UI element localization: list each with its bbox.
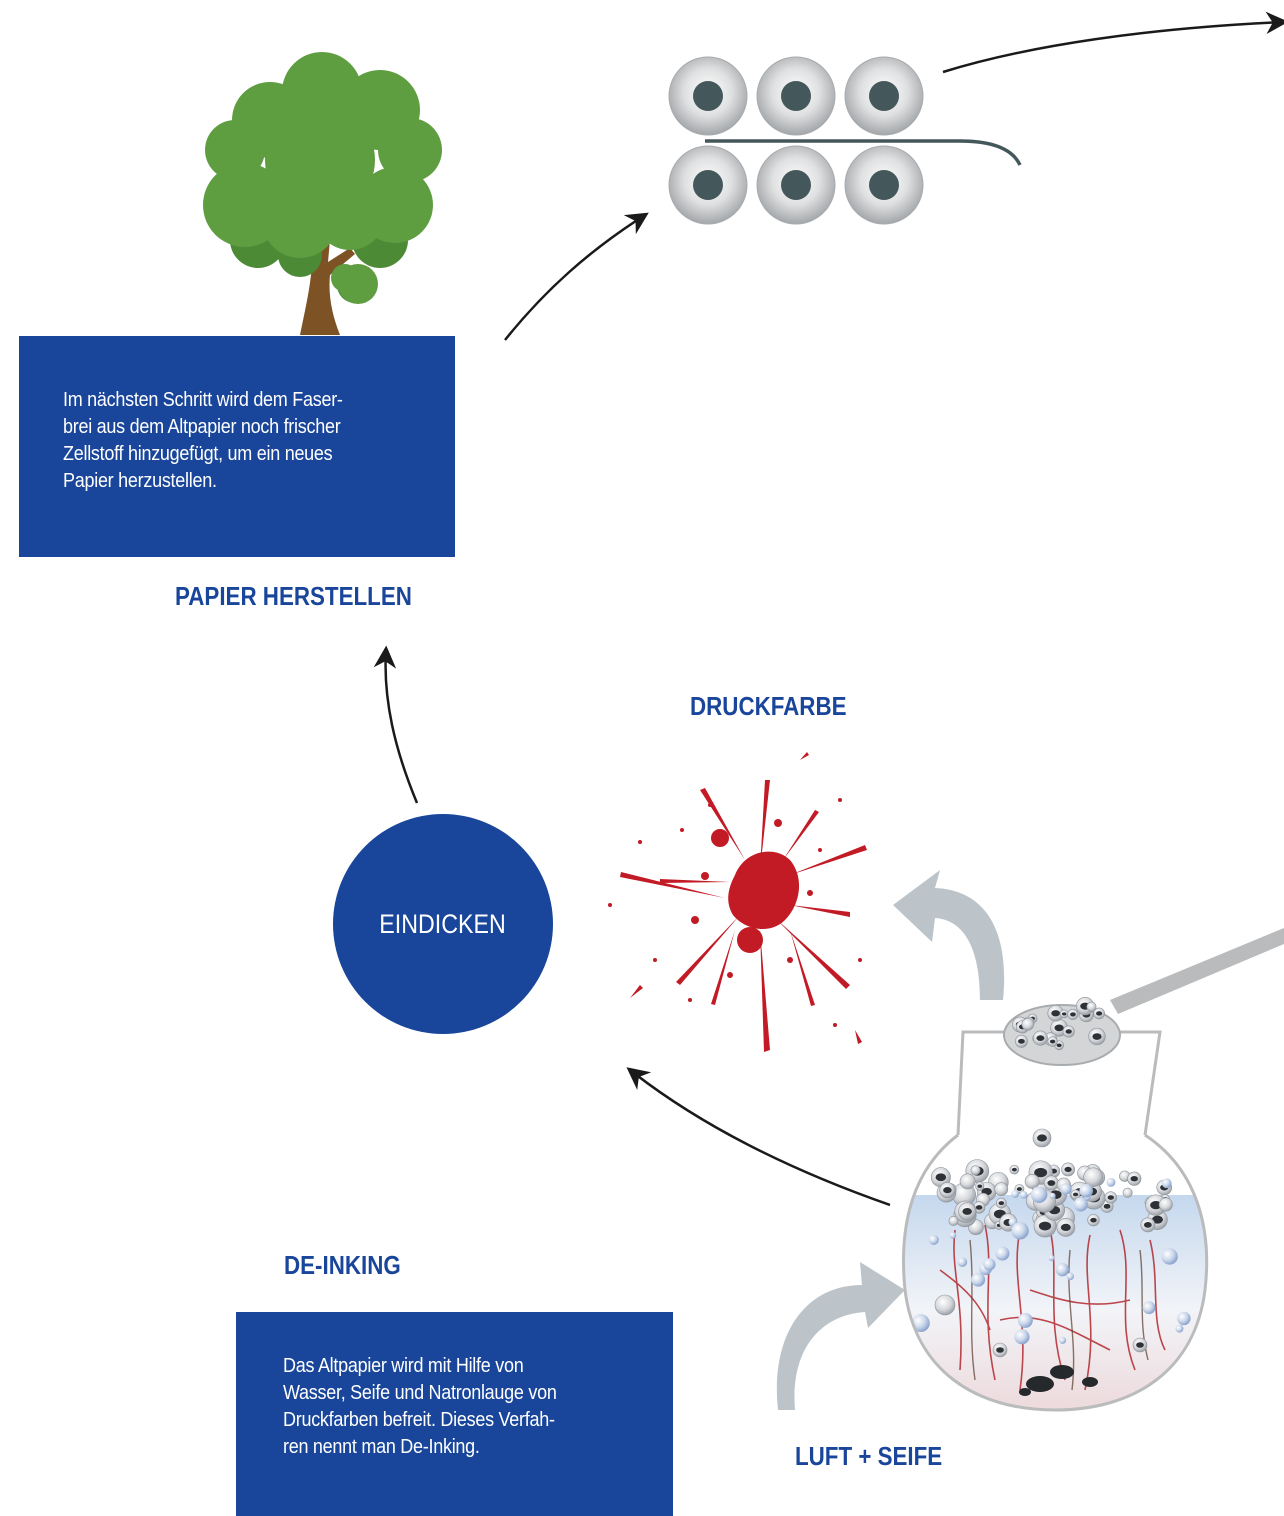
deinking-step-box: Das Altpapier wird mit Hilfe von Wasser,… (236, 1312, 673, 1516)
flask-icon (902, 1030, 1209, 1412)
ink-particle (1038, 1221, 1052, 1231)
ink-particle (1047, 1180, 1056, 1186)
ink-particle (977, 1184, 983, 1188)
air-bubble (1055, 1262, 1070, 1277)
air-bubble (1048, 1254, 1055, 1261)
arrow-to-papier (373, 645, 419, 804)
air-bubble (949, 1232, 957, 1239)
ink-particle (1061, 1012, 1067, 1016)
air-bubble (1175, 1324, 1184, 1333)
ink-particle (1065, 1029, 1072, 1034)
ink-sediment (1026, 1376, 1054, 1392)
ink-particle (998, 1201, 1005, 1206)
air-bubble (1011, 1222, 1029, 1240)
ink-particle (1107, 1195, 1114, 1200)
air-bubble (911, 1314, 930, 1333)
ink-particle (996, 1347, 1004, 1353)
ink-particle (1036, 1035, 1045, 1041)
air-bubble (995, 1246, 1010, 1261)
ink-particle (1143, 1222, 1152, 1228)
ink-particle (1090, 1217, 1097, 1223)
air-bubble (1060, 1183, 1072, 1195)
air-bubble (928, 1234, 939, 1245)
ink-particle (943, 1187, 952, 1194)
paper-step-text: Im nächsten Schritt wird dem Faser- brei… (63, 389, 343, 492)
air-bubble (957, 1257, 968, 1267)
ink-sediment (1019, 1388, 1031, 1396)
druckfarbe-label: DRUCKFARBE (690, 691, 847, 721)
air-bubble (1030, 1186, 1048, 1203)
ink-particle (975, 1205, 983, 1210)
air-bubble (1106, 1177, 1116, 1187)
air-bubble (1049, 1192, 1056, 1199)
foam-bubble (1158, 1197, 1173, 1212)
ink-particle (1037, 1134, 1047, 1142)
ink-particle (1060, 1223, 1071, 1232)
foam-bubble (1086, 1001, 1097, 1012)
ink-particle (1070, 1012, 1076, 1017)
foam-bubble (1024, 1173, 1040, 1189)
air-bubble (1142, 1301, 1156, 1315)
ink-particle (1054, 1024, 1064, 1032)
gray-arrow-luft-seife (776, 1262, 905, 1410)
paper-step-box: Im nächsten Schritt wird dem Faser- brei… (19, 336, 455, 557)
air-bubble (1011, 1190, 1020, 1198)
paper-step-title: PAPIER HERSTELLEN (175, 581, 412, 611)
ink-particle (1150, 1201, 1162, 1210)
ink-particle (1092, 1033, 1102, 1040)
air-bubble (971, 1272, 986, 1287)
ink-particle (1049, 1039, 1056, 1044)
ink-sediment (1050, 1365, 1074, 1379)
air-bubble (983, 1258, 996, 1271)
deinking-step-text: Das Altpapier wird mit Hilfe von Wasser,… (283, 1355, 557, 1458)
ink-particle (1034, 1167, 1048, 1178)
foam-bubble (994, 1182, 1009, 1197)
ink-particle (1151, 1215, 1163, 1224)
roller-press-icon (668, 56, 1022, 225)
ink-particle (1136, 1342, 1144, 1348)
ink-particle (1072, 1192, 1079, 1197)
tree-icon (203, 52, 442, 335)
air-bubble (1161, 1248, 1178, 1265)
ink-particle (1130, 1176, 1138, 1182)
ink-particle (1096, 1011, 1103, 1016)
deinking-title: DE-INKING (284, 1250, 401, 1280)
arrow-paper-out (942, 11, 1284, 74)
air-bubble (1014, 1329, 1030, 1345)
air-bubble (1019, 1190, 1028, 1199)
foam-bubble (948, 1215, 959, 1226)
ink-sediment (1082, 1377, 1098, 1387)
ink-particle (1018, 1038, 1025, 1044)
air-bubble (1079, 1183, 1093, 1198)
foam-bubble (959, 1173, 976, 1190)
air-bubble (1073, 1197, 1088, 1212)
ink-particle (1064, 1166, 1072, 1173)
luft-seife-label: LUFT + SEIFE (795, 1441, 943, 1471)
eindicken-label: EINDICKEN (379, 908, 507, 939)
ink-particle (1103, 1203, 1111, 1209)
foam-bubble (1083, 1167, 1103, 1187)
foam-bubble (1122, 1187, 1133, 1198)
ink-particle (1051, 1010, 1060, 1017)
arrow-to-rollers (504, 212, 649, 341)
gray-arrow-up-left (893, 870, 1005, 1000)
air-bubble (1017, 1312, 1033, 1328)
ink-particle (1016, 1187, 1022, 1191)
air-bubble (1161, 1178, 1172, 1189)
ink-particle (1056, 1043, 1062, 1048)
eindicken-circle: EINDICKEN (333, 814, 553, 1034)
air-bubble (1177, 1311, 1191, 1326)
foam-bubble (934, 1294, 956, 1316)
ink-particle (962, 1207, 972, 1215)
ink-particle (1011, 1167, 1017, 1172)
ink-splash-icon (608, 752, 867, 1052)
air-bubble (1059, 1336, 1067, 1344)
foam-bubble (1021, 1018, 1034, 1031)
foam-bubble (970, 1165, 981, 1176)
arrow-to-eindicken (626, 1067, 891, 1207)
ink-particle (935, 1173, 947, 1182)
spoon-icon (1003, 928, 1284, 1066)
air-bubble (1066, 1272, 1074, 1281)
